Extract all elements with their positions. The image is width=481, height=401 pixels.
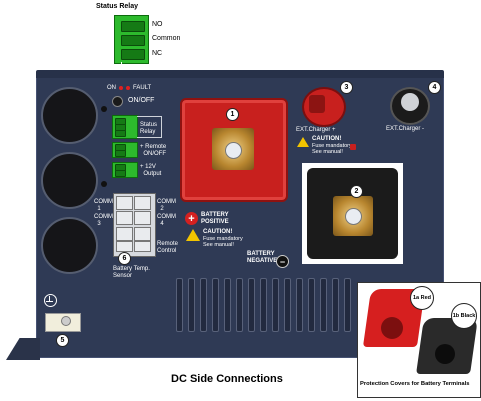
caution-triangle <box>186 229 200 241</box>
remote-on-off-label: + Remote ON/OFF <box>140 144 167 157</box>
diagram-caption: DC Side Connections <box>171 373 283 385</box>
cable-gland-3 <box>41 217 98 274</box>
on-led <box>119 86 123 90</box>
callout-4: 4 <box>428 81 441 94</box>
output-12v-terminal <box>112 162 138 178</box>
on-off-label: ON/OFF <box>128 97 155 104</box>
red-cover-opening <box>381 317 403 339</box>
vent-slot <box>200 278 207 332</box>
comm-port-2[interactable] <box>134 196 151 210</box>
fault-led <box>126 86 130 90</box>
output-12v-label: + 12V Output <box>140 164 162 177</box>
remote-on-off-terminal <box>112 142 138 158</box>
ext-charger-plus-label: EXT.Charger + <box>296 127 336 133</box>
comm4-label: COMM 4 <box>157 214 176 227</box>
vent-slot <box>320 278 327 332</box>
caution-label-2: CAUTION! <box>312 136 342 142</box>
vent-slot <box>224 278 231 332</box>
vent-slot <box>236 278 243 332</box>
vent-slot <box>188 278 195 332</box>
on-led-label: ON <box>107 85 116 91</box>
status-relay-bracket <box>137 116 162 138</box>
status-relay-title: Status Relay <box>96 3 139 10</box>
vent-slot <box>284 278 291 332</box>
positive-terminal-bolt <box>225 142 242 159</box>
comm2-label: COMM 2 <box>157 199 176 212</box>
callout-2: 2 <box>350 185 363 198</box>
status-relay-connector <box>114 15 149 64</box>
callout-1b: 1b Black <box>451 303 477 329</box>
comm-port-extra[interactable] <box>116 241 133 252</box>
comm-port-extra[interactable] <box>134 241 151 252</box>
vent-slot <box>260 278 267 332</box>
battery-temp-label: Battery Temp.Sensor <box>113 266 150 279</box>
vent-slot <box>332 278 339 332</box>
ext-charger-minus-stud <box>401 93 419 111</box>
callout-3: 3 <box>340 81 353 94</box>
ext-charger-minus-label: EXT.Charger - <box>386 126 425 132</box>
comm1-label: COMM 1 <box>94 199 113 212</box>
negative-terminal-bolt <box>345 208 362 225</box>
callout-5: 5 <box>56 334 69 347</box>
ground-symbol-line <box>49 296 50 301</box>
panel-screw <box>101 106 107 112</box>
remote-control-port[interactable] <box>134 227 151 241</box>
caution-triangle <box>297 137 309 147</box>
charger-red-dot <box>350 144 356 150</box>
on-off-switch[interactable] <box>112 96 123 107</box>
relay-nc-label: NC <box>152 50 163 57</box>
ground-symbol-icon <box>44 294 57 307</box>
comm3-label: COMM 3 <box>94 214 113 227</box>
vent-slot <box>308 278 315 332</box>
panel-top-edge <box>36 70 444 78</box>
relay-common-label: Common <box>152 35 181 42</box>
vent-slot <box>212 278 219 332</box>
vent-slot <box>296 278 303 332</box>
battery-temp-port[interactable] <box>116 227 133 241</box>
panel-screw <box>101 181 107 187</box>
battery-positive-icon: + <box>185 212 198 225</box>
vent-slot <box>248 278 255 332</box>
ground-screw <box>61 316 71 326</box>
fault-led-label: FAULT <box>133 85 152 91</box>
status-relay-terminal <box>112 115 138 139</box>
relay-no-label: NO <box>152 21 163 28</box>
vent-slot <box>272 278 279 332</box>
caution-label: CAUTION! <box>203 229 233 235</box>
ext-charger-plus-nut <box>309 95 325 113</box>
protection-covers-caption: Protection Covers for Battery Terminals <box>360 381 470 387</box>
vent-slot <box>344 278 351 332</box>
callout-1: 1 <box>226 108 239 121</box>
comm-port-1[interactable] <box>116 196 133 210</box>
mounting-foot <box>6 338 40 360</box>
ground-symbol-bar <box>46 301 53 302</box>
comm-port-3[interactable] <box>116 211 133 225</box>
comm-port-4[interactable] <box>134 211 151 225</box>
callout-1a: 1a Red <box>410 286 434 310</box>
cable-gland-2 <box>41 152 98 209</box>
vent-slot <box>176 278 183 332</box>
battery-negative-icon: − <box>276 255 289 268</box>
cable-gland-1 <box>41 87 98 144</box>
callout-6: 6 <box>118 252 131 265</box>
black-cover-opening <box>435 344 455 364</box>
